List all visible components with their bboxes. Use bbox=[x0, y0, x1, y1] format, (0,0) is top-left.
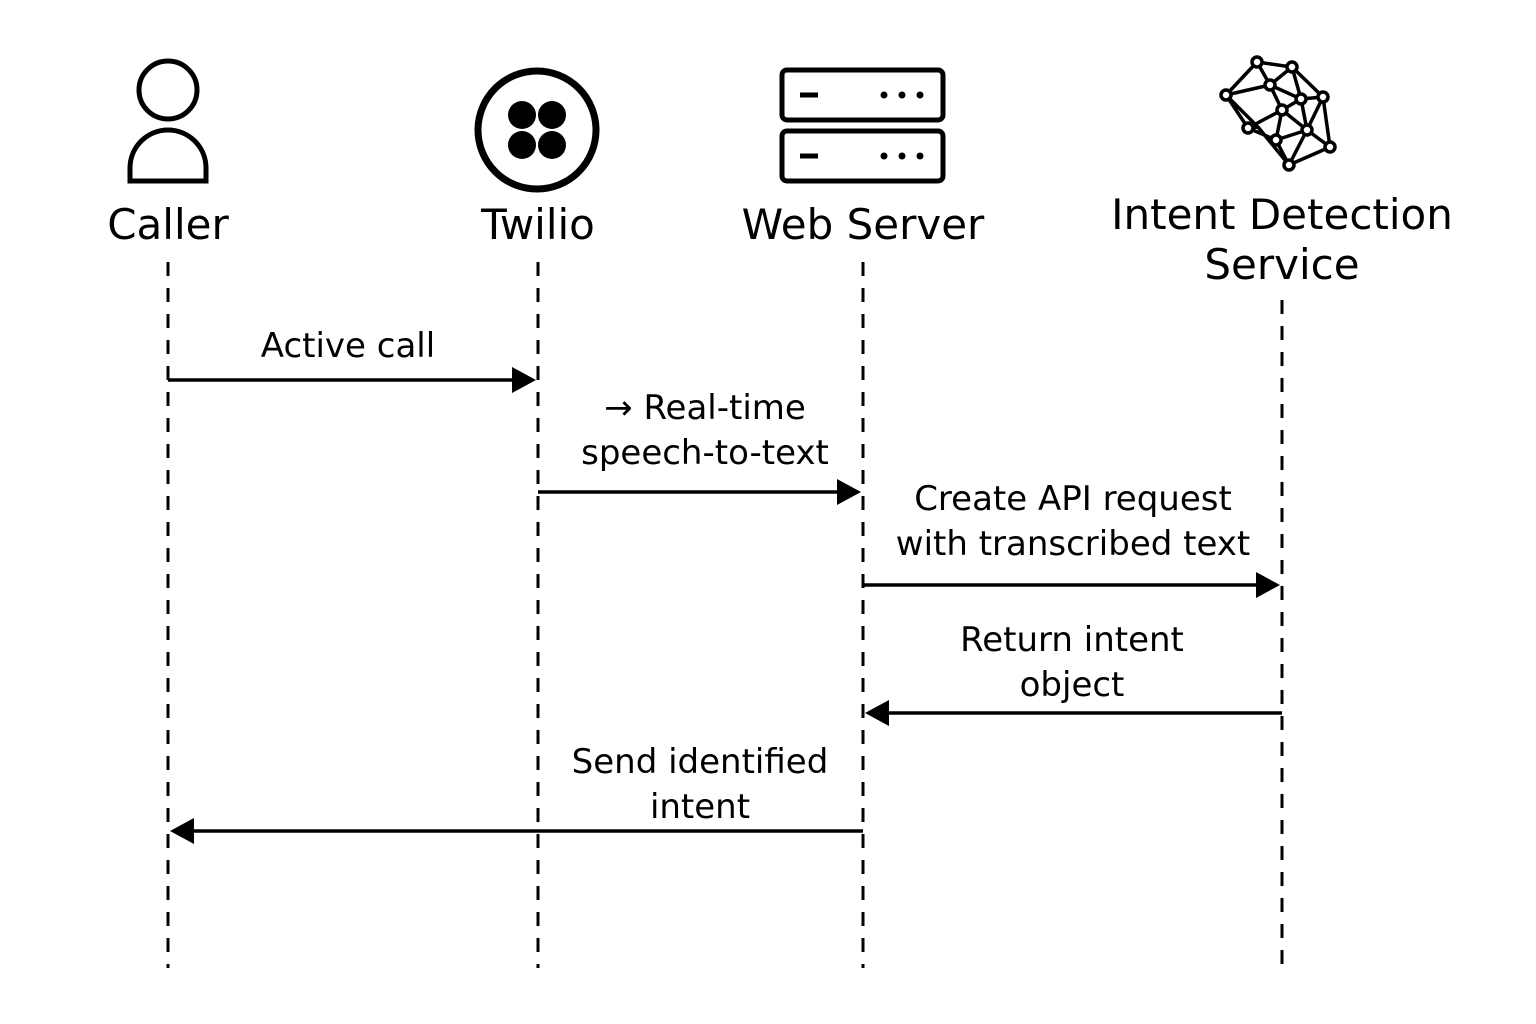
message-label-send-intent: Send identified intent bbox=[571, 742, 829, 827]
message-arrow-send-intent bbox=[170, 818, 863, 844]
actor-label-intent-service: Intent Detection Service bbox=[1111, 190, 1453, 289]
message-arrow-active-call bbox=[168, 367, 536, 393]
actor-label-web-server: Web Server bbox=[741, 200, 985, 249]
message-arrow-return-intent bbox=[865, 700, 1282, 726]
message-label-api-request: Create API request with transcribed text bbox=[895, 479, 1251, 564]
neural-network-icon bbox=[1219, 55, 1337, 172]
twilio-logo-icon bbox=[474, 67, 600, 193]
person-icon bbox=[127, 58, 209, 184]
message-label-return-intent: Return intent object bbox=[960, 620, 1184, 705]
message-label-speech-to-text: → Real-time speech-to-text bbox=[581, 388, 829, 473]
server-icon bbox=[779, 67, 946, 184]
actor-label-caller: Caller bbox=[107, 200, 229, 249]
message-arrow-speech-to-text bbox=[538, 479, 861, 505]
message-label-active-call: Active call bbox=[260, 326, 436, 366]
actor-label-twilio: Twilio bbox=[481, 200, 595, 249]
message-arrow-api-request bbox=[863, 572, 1280, 598]
